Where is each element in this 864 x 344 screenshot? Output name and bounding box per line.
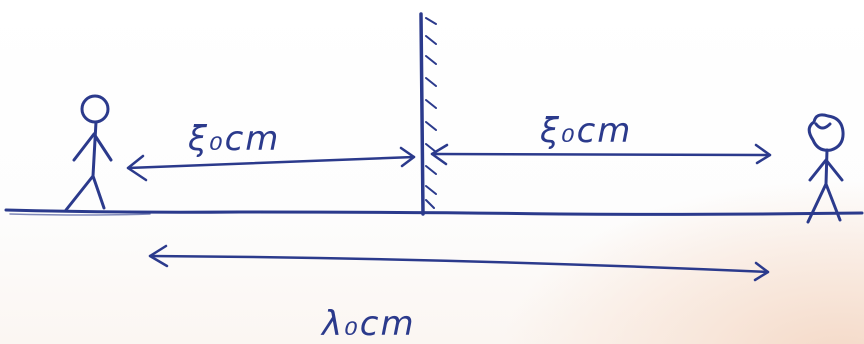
mirror bbox=[419, 12, 437, 216]
arrow-shaft-right bbox=[430, 152, 772, 157]
arrow-mirror-to-person bbox=[430, 143, 772, 166]
arrow-shaft-left bbox=[126, 155, 416, 170]
label-person-to-mirror-distance: ξ₀cm bbox=[187, 119, 280, 159]
left-person-head bbox=[80, 94, 110, 124]
right-person-body bbox=[824, 148, 829, 186]
right-person-arms bbox=[808, 158, 844, 182]
arrowhead-total-end bbox=[753, 261, 770, 282]
mirror-line bbox=[419, 12, 425, 216]
arrowhead-right-end bbox=[754, 143, 772, 165]
arrowhead-left-start bbox=[126, 154, 148, 182]
ground-line-shadow bbox=[9, 213, 151, 216]
arrow-shaft-total bbox=[148, 254, 770, 274]
arrowhead-left-end bbox=[399, 146, 416, 168]
ground-line bbox=[4, 208, 864, 216]
left-person-figure bbox=[64, 94, 113, 212]
left-person-arms bbox=[72, 132, 113, 162]
left-person-body bbox=[91, 120, 98, 178]
right-person-legs bbox=[806, 182, 842, 224]
left-person-legs bbox=[64, 174, 106, 212]
label-total-distance: λ₀cm bbox=[320, 304, 416, 344]
right-person-figure bbox=[806, 113, 845, 224]
label-mirror-to-person-distance: ξ₀cm bbox=[539, 111, 632, 151]
right-person-head bbox=[807, 113, 845, 152]
mirror-hatching bbox=[425, 17, 437, 209]
arrowhead-right-start bbox=[430, 143, 449, 166]
arrow-total-distance bbox=[148, 244, 770, 282]
arrow-person-to-mirror bbox=[126, 146, 416, 182]
arrowhead-total-start bbox=[148, 244, 169, 268]
